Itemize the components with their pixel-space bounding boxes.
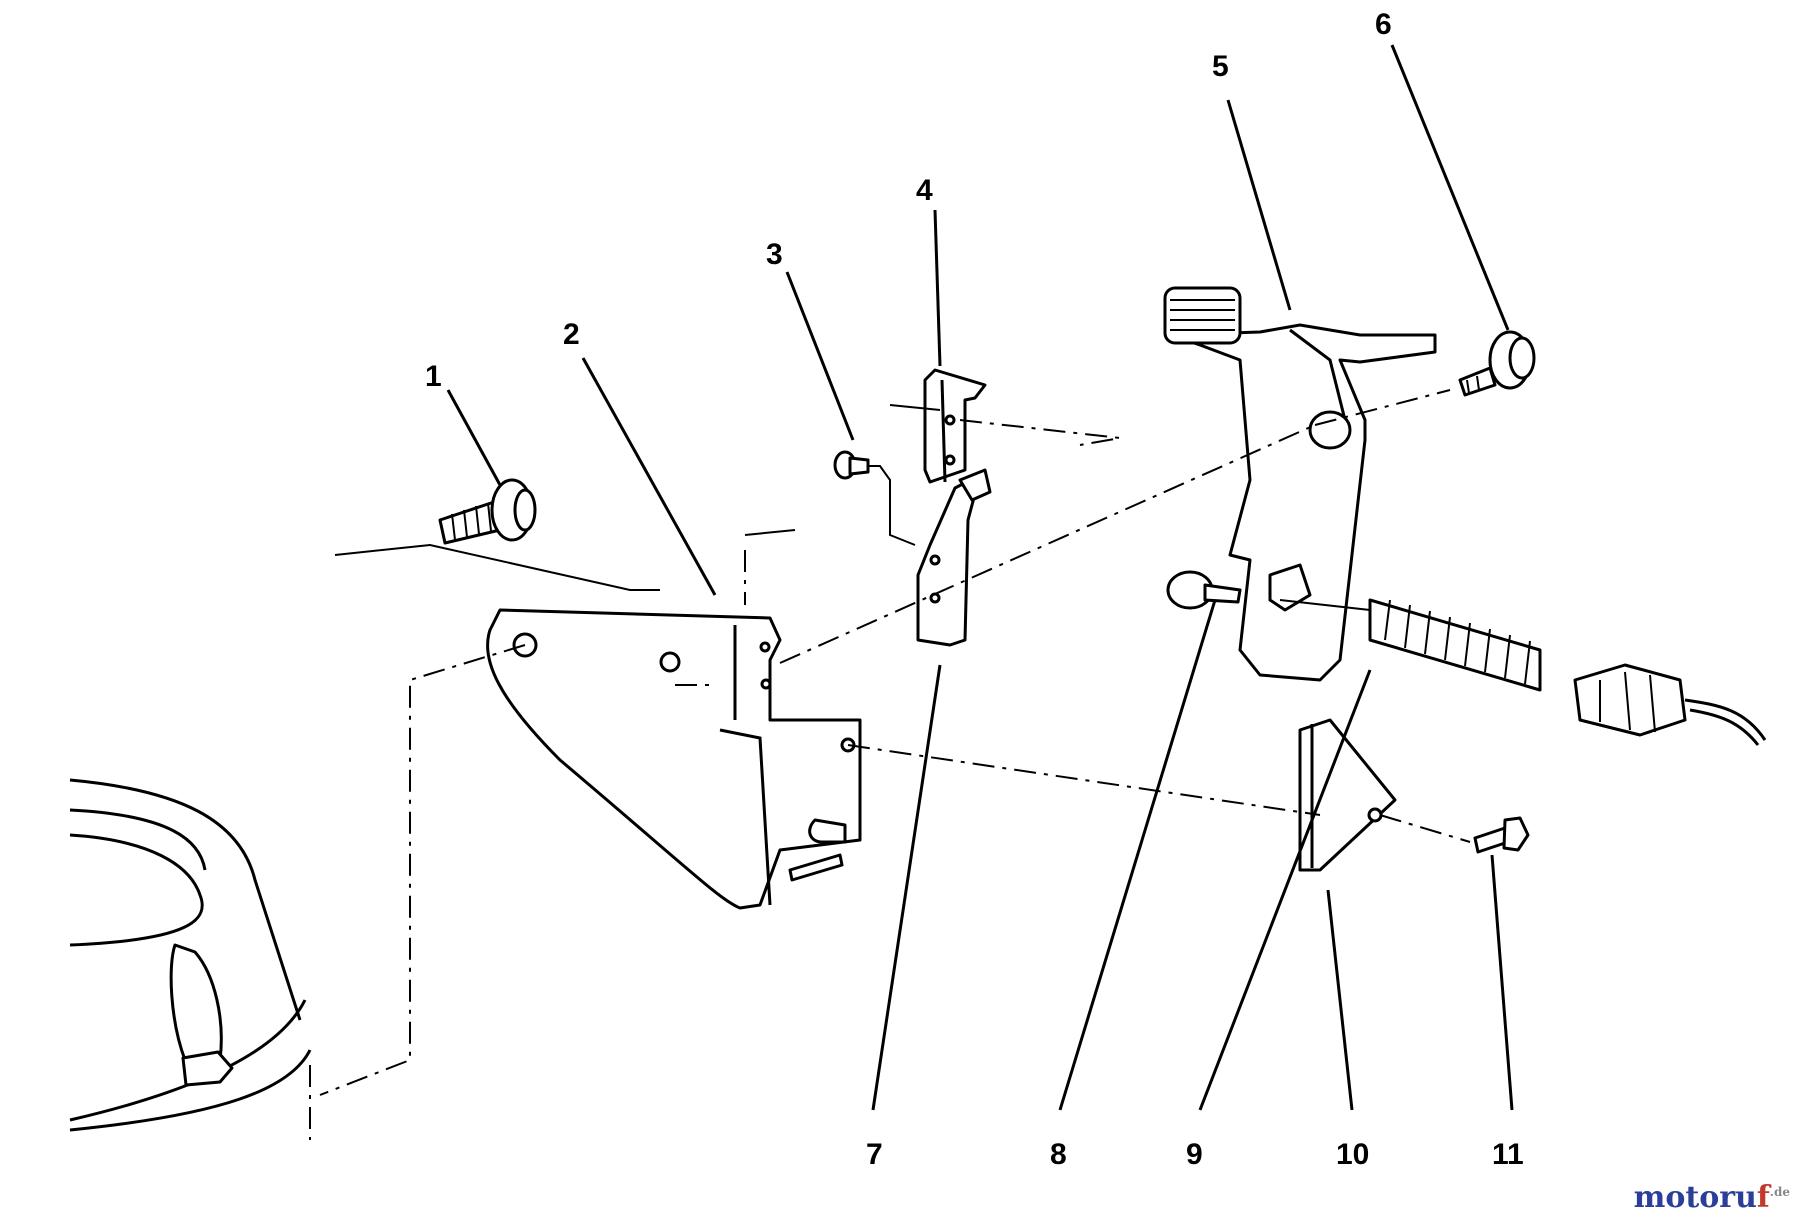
main-bracket	[486, 608, 862, 910]
leader-lines	[446, 44, 1514, 1111]
screw-11	[1473, 816, 1530, 854]
callout-6: 6	[1375, 8, 1392, 41]
small-bracket	[923, 368, 987, 484]
watermark-part3: f	[1756, 1180, 1770, 1215]
watermark: motoruf.de	[1634, 1183, 1790, 1213]
callout-8: 8	[1050, 1138, 1067, 1171]
callout-1: 1	[425, 360, 442, 393]
callout-5: 5	[1212, 50, 1229, 83]
watermark-part2: ru	[1719, 1180, 1757, 1215]
callout-11: 11	[1492, 1138, 1524, 1171]
watermark-domain: .de	[1769, 1185, 1790, 1199]
callout-3: 3	[766, 238, 783, 271]
control-lever	[1163, 286, 1437, 682]
callout-10: 10	[1336, 1138, 1370, 1171]
engine-housing	[69, 778, 312, 1132]
bolt-1	[438, 478, 537, 545]
plate	[1298, 718, 1397, 872]
lever-arm	[916, 468, 992, 647]
bolt-6	[1458, 330, 1536, 397]
watermark-part1: moto	[1633, 1180, 1720, 1215]
assembly-lines	[309, 389, 1471, 1140]
callout-2: 2	[563, 318, 580, 351]
knob	[1166, 570, 1242, 610]
cable-spring	[1279, 598, 1767, 746]
callout-9: 9	[1186, 1138, 1203, 1171]
callout-7: 7	[866, 1138, 883, 1171]
callout-4: 4	[916, 174, 933, 207]
pin	[833, 450, 916, 546]
